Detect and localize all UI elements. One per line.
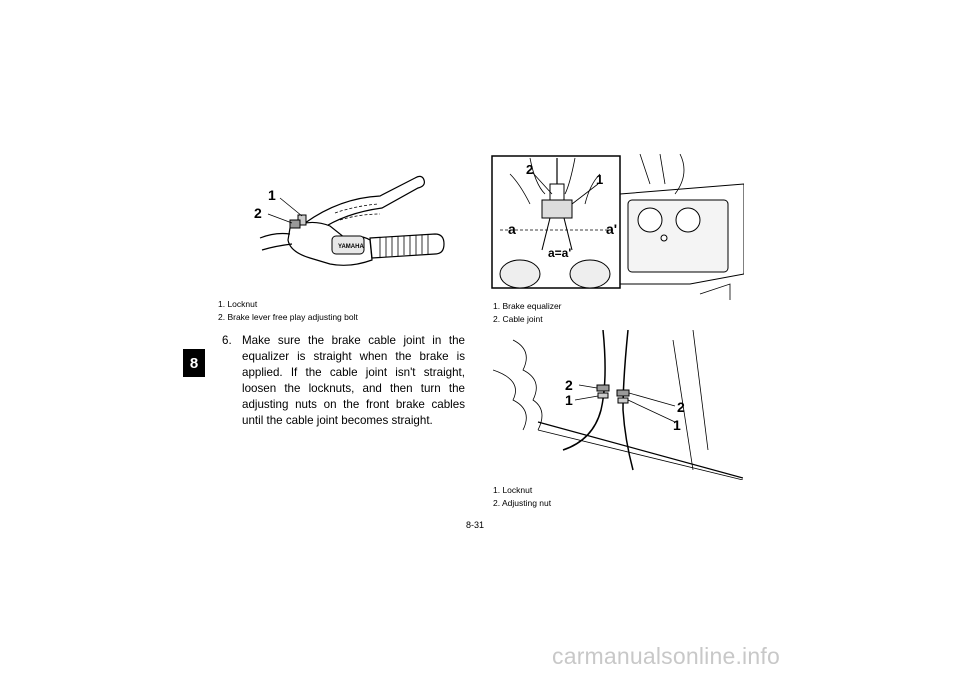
caption-locknut: 1. Locknut	[218, 299, 258, 309]
caption-cable-joint: 2. Cable joint	[493, 314, 543, 324]
chapter-tab: 8	[183, 349, 205, 377]
figure1-caption: 1. Locknut 2. Brake lever free play adju…	[218, 298, 358, 324]
callout-1: 1	[673, 417, 681, 433]
instruction-step: 6. Make sure the brake cable joint in th…	[222, 333, 465, 429]
step-text: Make sure the brake cable joint in the e…	[242, 334, 465, 427]
watermark[interactable]: carmanualsonline.info	[552, 643, 780, 669]
caption-locknut: 1. Locknut	[493, 485, 533, 495]
callout-2: 2	[254, 205, 262, 221]
caption-adjusting-nut: 2. Adjusting nut	[493, 498, 552, 508]
caption-brake-equalizer: 1. Brake equalizer	[493, 301, 562, 311]
svg-text:YAMAHA: YAMAHA	[338, 244, 364, 250]
brake-lever-illustration: YAMAHA 1 2	[254, 175, 445, 266]
callout-a-equals-a-prime: a=a'	[548, 246, 571, 260]
callout-2: 2	[565, 377, 573, 393]
caption-adjusting-bolt: 2. Brake lever free play adjusting bolt	[218, 312, 358, 322]
callout-a: a	[508, 221, 516, 237]
callout-1: 1	[268, 187, 276, 203]
figure3-caption: 1. Locknut 2. Adjusting nut	[493, 484, 551, 510]
brake-cable-illustration: 2 1 2 1	[493, 330, 743, 480]
page-number: 8-31	[466, 520, 485, 530]
callout-2: 2	[677, 399, 685, 415]
callout-2: 2	[526, 162, 533, 177]
callout-a-prime: a'	[606, 221, 617, 237]
figure2-caption: 1. Brake equalizer 2. Cable joint	[493, 300, 562, 326]
callout-1: 1	[596, 172, 603, 187]
step-number: 6.	[222, 334, 232, 347]
callout-1: 1	[565, 392, 573, 408]
brake-equalizer-illustration: 2 1 a a' a=a'	[491, 154, 744, 300]
